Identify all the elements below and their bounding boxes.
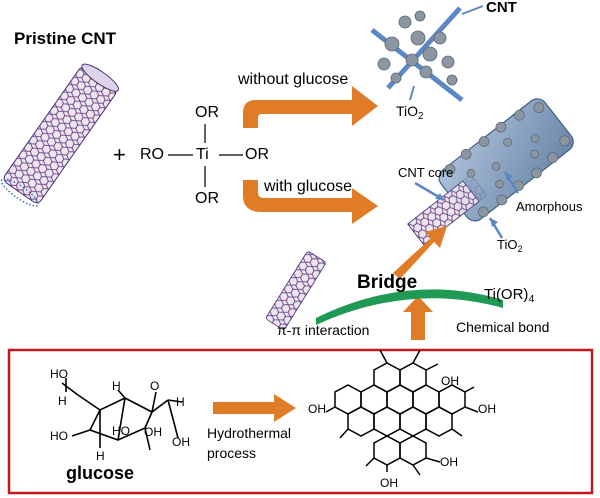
glucose-atom-ho-1: HO [50,367,68,381]
without-glucose-label: without glucose [238,71,349,88]
glucose-atom-h-2: H [176,395,185,409]
pristine-cnt-label: Pristine CNT [14,29,117,48]
carbon-dot-oh-left: OH [308,402,326,416]
coated-nanotube [407,98,574,246]
chemical-bond-label: Chemical bond [456,319,550,335]
ro-left: RO [140,146,164,163]
glucose-up-arrow [403,296,433,340]
carbon-dot-oh-top: OH [441,374,459,388]
hydrothermal-label: Hydrothermal [207,425,292,441]
or-top: OR [195,104,219,121]
amorphous-label: Amorphous [516,199,583,214]
with-glucose-arrow [243,180,378,224]
or-right: OR [245,146,269,163]
bridge-up-arrow [393,226,447,279]
or-bottom: OR [195,190,219,207]
carbon-dot-oh-right: OH [478,402,496,416]
glucose-atom-oh-1: OH [144,425,162,439]
carbon-dot-oh-bottom-right: OH [440,455,458,469]
small-nanotube [266,251,326,330]
glucose-structure [61,378,183,451]
glucose-atom-oh-2: OH [172,435,190,449]
plus-sign: + [113,142,126,167]
ti-atom: Ti [196,146,209,163]
cnt-core-label: CNT core [398,165,454,180]
pi-pi-label: π-π interaction [277,322,370,338]
cnt-label: CNT [486,0,517,16]
pristine-nanotube [0,63,119,207]
carbon-dot-structure [325,349,479,476]
bridge-label: Bridge [357,272,418,293]
tio2-top-label: TiO2 [396,103,424,122]
tio2-bottom-label: TiO2 [497,237,523,254]
glucose-atom-ho-2: HO [50,429,68,443]
glucose-conversion-frame [7,348,594,495]
glucose-atom-h-4: H [96,449,105,463]
without-glucose-arrow [243,86,378,128]
ti-or4-label: Ti(OR)4 [484,286,535,305]
carbon-dot-oh-bottom: OH [380,476,398,490]
glucose-atom-h-3: H [58,394,67,408]
bridge-arc [316,289,503,325]
titanium-alkoxide-bonds [168,124,243,187]
glucose-atom-h-1: H [112,379,121,393]
glucose-atom-ho-3: HO [112,424,130,438]
glucose-atom-o-ring: O [150,379,160,393]
separated-cnt-tio2 [370,5,484,102]
hydrothermal-arrow [213,394,296,422]
with-glucose-label: with glucose [264,178,353,195]
process-label: process [207,445,257,461]
glucose-label: glucose [66,463,135,483]
